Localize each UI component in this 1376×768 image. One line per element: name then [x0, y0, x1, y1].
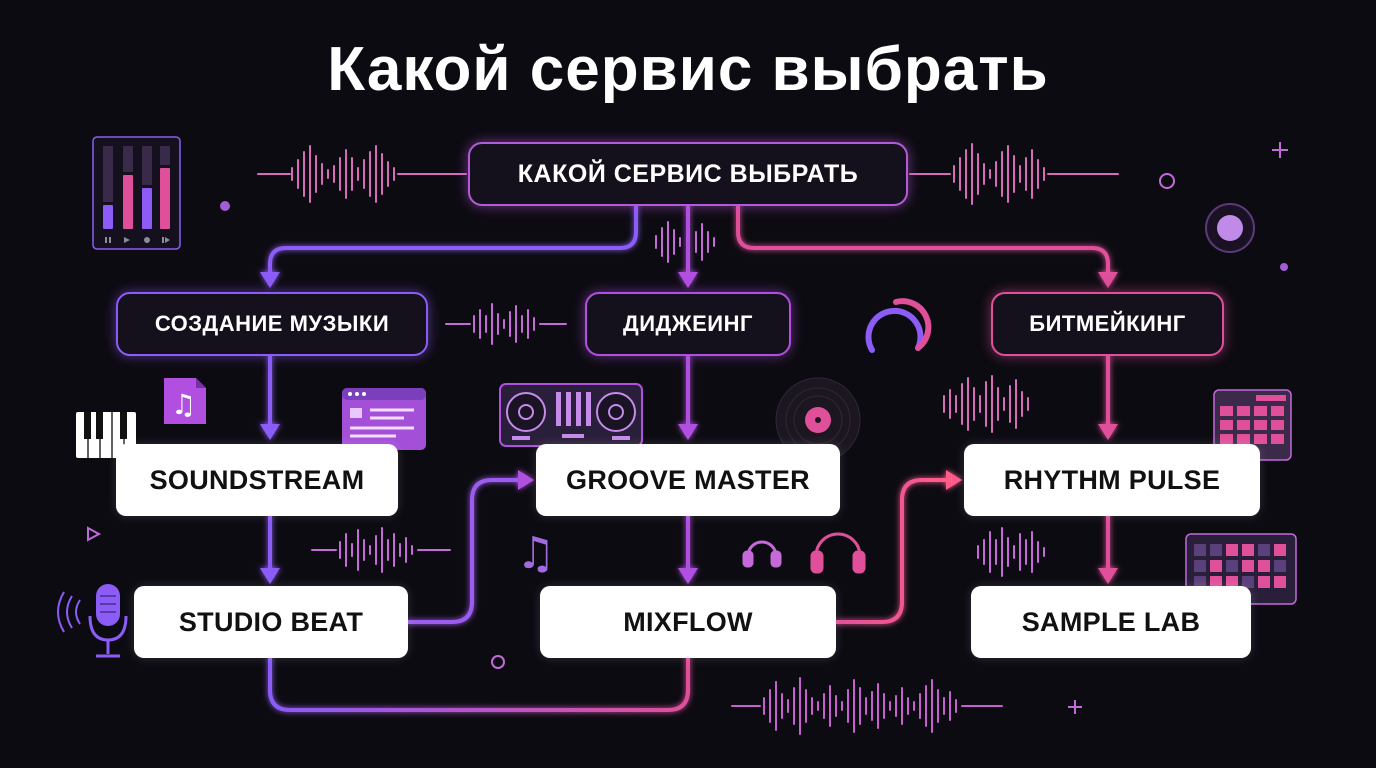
arrow-head — [946, 470, 962, 490]
sound-wave-right-low — [977, 527, 1045, 577]
page-title: Какой сервис выбрать — [327, 35, 1049, 104]
sound-wave-right-mid — [943, 375, 1029, 433]
connector-studiobeat-to-groove — [406, 478, 522, 624]
service-mixflow: MIXFLOW — [540, 586, 836, 658]
service-sample-lab: SAMPLE LAB — [971, 586, 1251, 658]
sound-wave-bottom — [731, 677, 1003, 735]
plus-icon — [1272, 142, 1288, 158]
svg-text:♫: ♫ — [171, 388, 196, 421]
connector-bottom-loop — [268, 656, 690, 712]
root-node: КАКОЙ СЕРВИС ВЫБРАТЬ — [468, 142, 908, 206]
equalizer-icon — [92, 136, 181, 250]
ring-icon — [1159, 173, 1175, 189]
play-triangle-icon — [87, 526, 102, 542]
sound-wave-top-right — [909, 143, 1119, 205]
vinyl-record-icon — [775, 377, 861, 463]
category-beatmaking: БИТМЕЙКИНГ — [991, 292, 1224, 356]
category-djing: ДИДЖЕИНГ — [585, 292, 791, 356]
arrow-head — [1098, 424, 1118, 440]
arrow-head — [678, 424, 698, 440]
sound-wave-top-left — [257, 145, 467, 203]
browser-window-icon — [342, 388, 426, 450]
arrow-head — [260, 568, 280, 584]
category-music-creation: СОЗДАНИЕ МУЗЫКИ — [116, 292, 428, 356]
service-rhythm-pulse: RHYTHM PULSE — [964, 444, 1260, 516]
sound-wave-under-root — [655, 221, 715, 263]
sound-wave-left-low — [311, 527, 451, 573]
knob-dial-icon — [865, 298, 932, 353]
connector-root-to-beats — [736, 204, 1110, 282]
arrow-head — [1098, 568, 1118, 584]
ring-icon — [491, 655, 505, 669]
service-groove-master: GROOVE MASTER — [536, 444, 840, 516]
dj-controller-icon — [499, 383, 643, 447]
arrow-head — [1098, 272, 1118, 288]
arrow-head — [260, 424, 280, 440]
arrow-head — [678, 272, 698, 288]
service-soundstream: SOUNDSTREAM — [116, 444, 398, 516]
service-studio-beat: STUDIO BEAT — [134, 586, 408, 658]
connectors — [260, 204, 1118, 712]
plus-icon — [1068, 700, 1082, 714]
connector-root-to-music — [268, 204, 638, 282]
svg-text:♫: ♫ — [516, 528, 555, 579]
arrow-head — [678, 568, 698, 584]
decor-shapes — [87, 142, 1288, 714]
drum-pad-icon — [1213, 389, 1292, 461]
music-note-icon: ♫ — [516, 528, 555, 579]
headphones-icon — [742, 540, 782, 568]
arrow-head — [260, 272, 280, 288]
microphone-icon — [57, 584, 128, 658]
music-file-icon: ♫ — [164, 378, 206, 424]
headphones-icon — [810, 532, 866, 574]
speaker-icon — [1205, 203, 1255, 253]
arrow-head — [518, 470, 534, 490]
sound-wave-between-cats — [445, 303, 567, 345]
connector-mixflow-to-rhythm — [834, 478, 950, 624]
